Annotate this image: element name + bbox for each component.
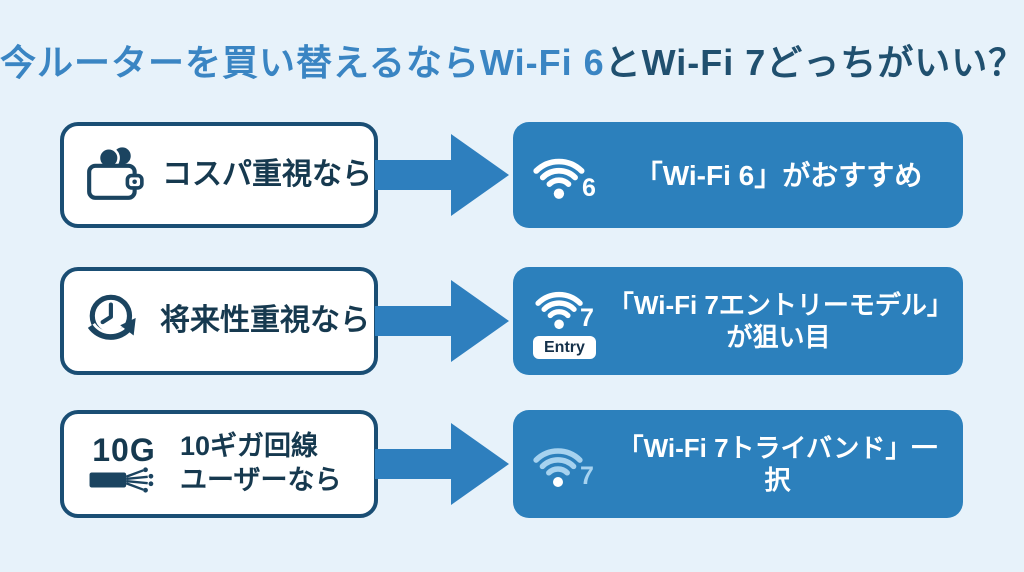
- arrow-right-icon: [375, 416, 509, 512]
- condition-box-10g: 10G 10ギガ回線 ユーザーなら: [60, 410, 378, 518]
- wifi-signal-icon: 7: [535, 283, 594, 331]
- condition-label: 将来性重視なら: [160, 304, 370, 338]
- page-title: 今ルーターを買い替えるならWi-Fi 6とWi-Fi 7どっちがいい？: [0, 34, 1024, 86]
- condition-box-future: 将来性重視なら: [60, 267, 378, 375]
- result-box-wifi7-triband: 7 「Wi-Fi 7トライバンド」一択: [513, 410, 963, 518]
- page-title-dark: とWi-Fi 7どっちがいい？: [604, 42, 1024, 83]
- condition-label: 10ギガ回線 ユーザーなら: [180, 431, 342, 495]
- wifi-generation-number: 7: [580, 303, 594, 332]
- condition-box-cost: コスパ重視なら: [60, 122, 378, 228]
- row-10g-users: 10G 10ギガ回線 ユーザーなら: [60, 410, 963, 518]
- condition-label: コスパ重視なら: [162, 158, 372, 192]
- result-label: 「Wi-Fi 7エントリーモデル」 が狙い目: [607, 289, 953, 353]
- result-label: 「Wi-Fi 6」がおすすめ: [634, 159, 923, 191]
- result-label: 「Wi-Fi 7トライバンド」一択: [617, 432, 938, 496]
- fiber-cable-10g-icon: 10G: [84, 434, 164, 494]
- wifi-signal-icon: 7: [533, 439, 594, 489]
- result-box-wifi6: 6 「Wi-Fi 6」がおすすめ: [513, 122, 963, 228]
- row-cost-performance: コスパ重視なら 6 「Wi-Fi 6」がおすすめ: [60, 122, 963, 228]
- arrow-right-icon: [375, 127, 509, 223]
- result-box-wifi7-entry: 7 Entry 「Wi-Fi 7エントリーモデル」 が狙い目: [513, 267, 963, 375]
- 10g-label: 10G: [92, 432, 156, 468]
- wifi-signal-icon: 6: [533, 149, 596, 201]
- wifi-generation-number: 7: [580, 462, 594, 490]
- row-future-proof: 将来性重視なら 7 Entry 「Wi-Fi 7エントリーモデル」 が狙い目: [60, 267, 963, 375]
- arrow-right-icon: [375, 273, 509, 369]
- clock-future-icon: [84, 289, 144, 354]
- entry-model-badge: Entry: [533, 335, 596, 360]
- wallet-coins-icon: [84, 144, 146, 207]
- wifi-generation-number: 6: [582, 174, 596, 202]
- page-title-highlight: 今ルーターを買い替えるならWi-Fi 6: [0, 42, 605, 83]
